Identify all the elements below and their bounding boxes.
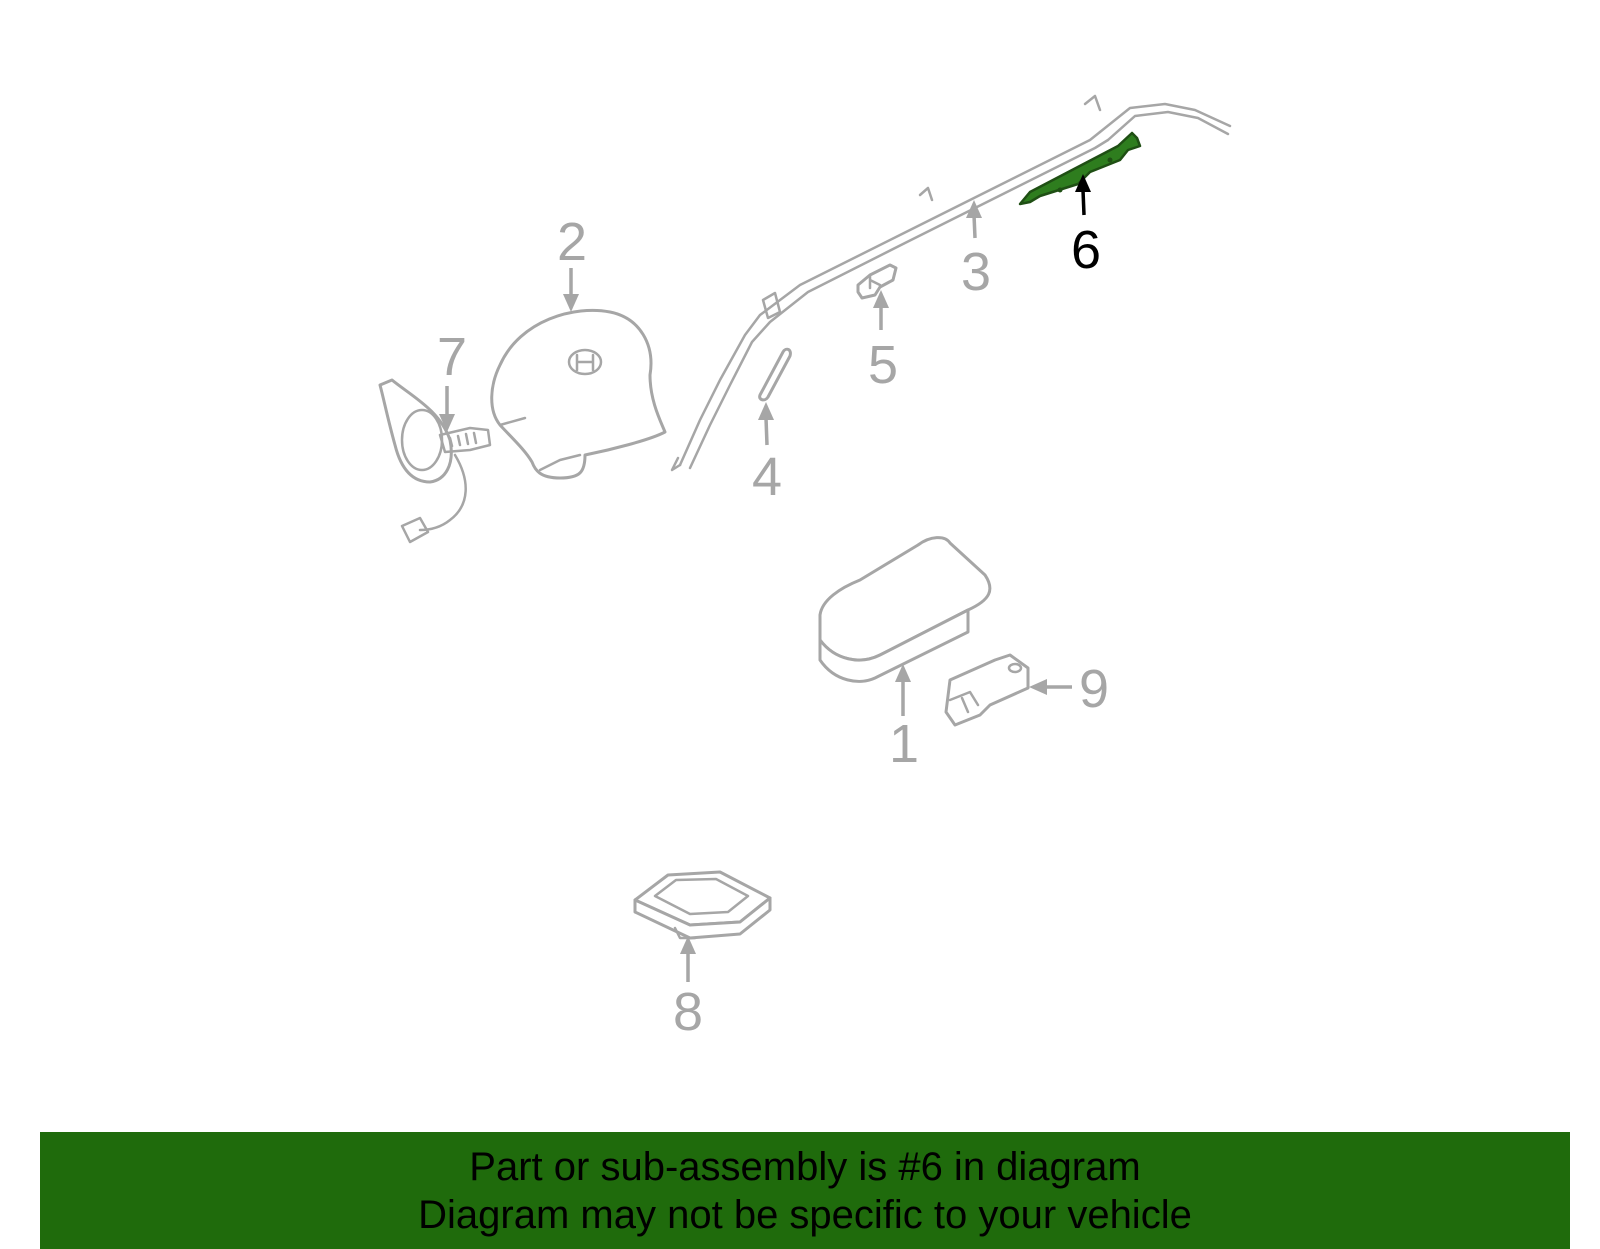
- part-4: [758, 347, 792, 402]
- info-banner: Part or sub-assembly is #6 in diagram Di…: [40, 1132, 1570, 1249]
- callout-7: 7: [437, 327, 467, 387]
- callout-2: 2: [557, 212, 587, 272]
- clip-part-5: [856, 263, 898, 300]
- callout-arrows: [439, 174, 1091, 982]
- callout-3: 3: [961, 242, 991, 302]
- parts-diagram: 2 7 3 5 4 6 1 9 8: [378, 94, 1232, 1042]
- callout-8: 8: [673, 982, 703, 1042]
- passenger-airbag-part-1: [818, 536, 992, 683]
- callout-5: 5: [868, 335, 898, 395]
- callout-1: 1: [889, 714, 919, 774]
- banner-line-2: Diagram may not be specific to your vehi…: [418, 1192, 1192, 1237]
- control-module-part-8: [633, 870, 772, 940]
- bracket-part-6-highlighted: [1018, 131, 1142, 206]
- callout-9: 9: [1079, 659, 1109, 719]
- clock-spring-part-7: [378, 378, 492, 544]
- callout-6: 6: [1071, 220, 1101, 280]
- impact-sensor-part-9: [944, 653, 1030, 727]
- banner-line-1: Part or sub-assembly is #6 in diagram: [469, 1144, 1141, 1189]
- callout-4: 4: [752, 447, 782, 507]
- steering-airbag-part-2: [490, 308, 667, 480]
- curtain-airbag-part-3: [670, 94, 1232, 472]
